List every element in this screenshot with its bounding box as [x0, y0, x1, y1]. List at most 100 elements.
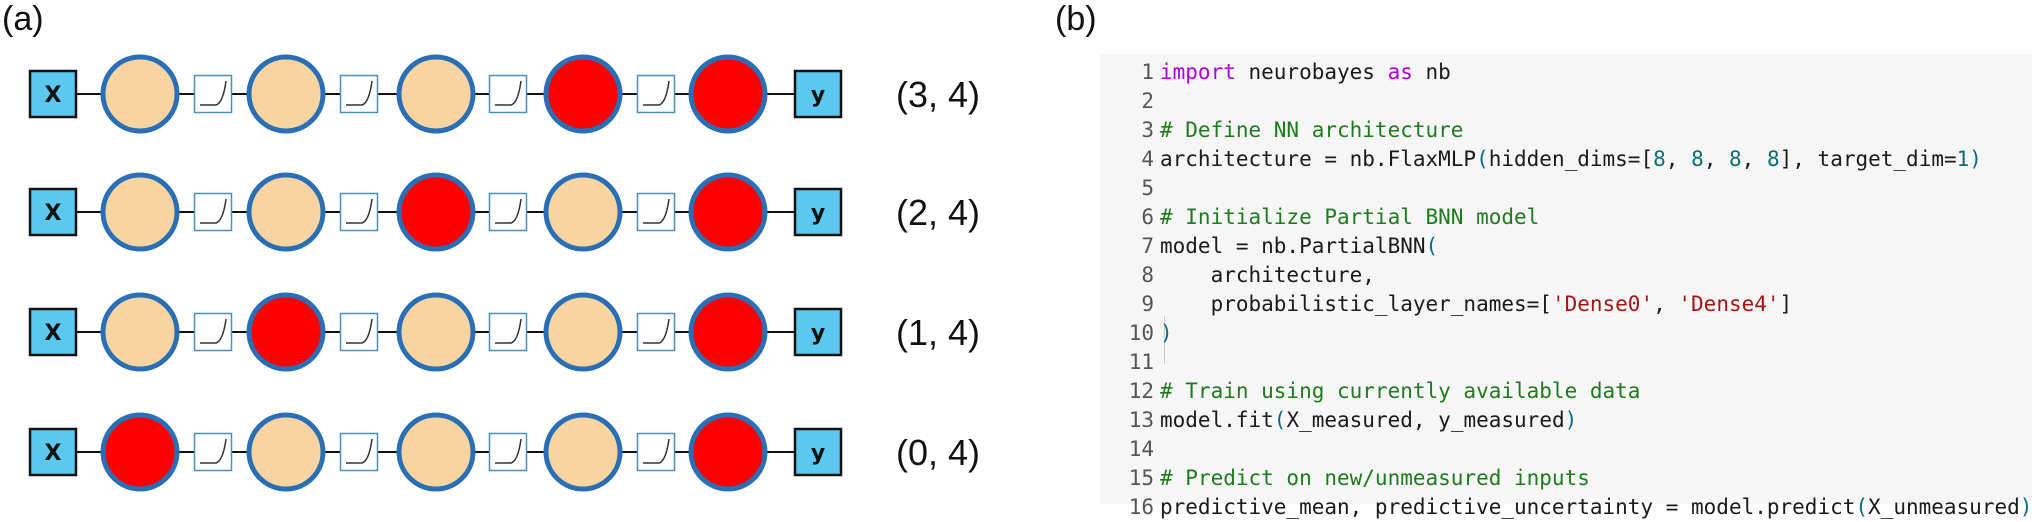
layer-config-label: (1, 4) — [896, 312, 980, 353]
line-number: 7 — [1141, 234, 1154, 258]
code-token: model.fit — [1160, 408, 1274, 432]
input-box — [28, 69, 78, 119]
line-number: 9 — [1141, 292, 1154, 316]
relu-curve-icon — [636, 312, 676, 352]
code-token: # Initialize Partial BNN model — [1160, 205, 1540, 229]
relu-curve-icon — [193, 74, 233, 114]
deterministic-node — [543, 412, 623, 492]
deterministic-node — [396, 54, 476, 134]
code-line: 3# Define NN architecture — [1100, 116, 2032, 145]
code-token: 8 — [1766, 147, 1780, 171]
layer-config-label: (2, 4) — [896, 192, 980, 233]
relu-curve-icon — [488, 74, 528, 114]
relu-curve-icon — [636, 432, 676, 472]
deterministic-node — [100, 292, 180, 372]
probabilistic-node — [100, 412, 180, 492]
code-token: ) — [1160, 321, 1173, 345]
code-text: probabilistic_layer_names=['Dense0', 'De… — [1160, 290, 1793, 319]
deterministic-node — [246, 412, 326, 492]
code-line: 5 — [1100, 174, 2032, 203]
code-token: , — [1665, 147, 1692, 171]
line-number: 5 — [1141, 176, 1154, 200]
relu-curve-icon — [339, 192, 379, 232]
code-token: architecture = nb.FlaxMLP — [1160, 147, 1477, 171]
code-line: 6# Initialize Partial BNN model — [1100, 203, 2032, 232]
code-text: import neurobayes as nb — [1160, 58, 1451, 87]
code-token: ( — [1273, 408, 1287, 432]
input-label: X — [45, 201, 62, 226]
relu-curve-icon — [339, 312, 379, 352]
output-label: y — [811, 201, 825, 226]
line-number: 4 — [1141, 147, 1154, 171]
line-number: 15 — [1128, 466, 1154, 490]
probabilistic-node — [688, 412, 768, 492]
line-number: 14 — [1128, 437, 1154, 461]
line-number: 6 — [1141, 205, 1154, 229]
code-token: import — [1160, 60, 1236, 84]
code-line: 14 — [1100, 435, 2032, 464]
code-line: 11 — [1100, 348, 2032, 377]
layer-config-label: (3, 4) — [896, 74, 980, 115]
input-box — [28, 307, 78, 357]
layer-config-label: (0, 4) — [896, 432, 980, 473]
output-label: y — [811, 321, 825, 346]
probabilistic-node — [688, 54, 768, 134]
code-line: 2 — [1100, 87, 2032, 116]
input-label: X — [45, 321, 62, 346]
code-line: 9 probabilistic_layer_names=['Dense0', '… — [1100, 290, 2032, 319]
code-text: architecture = nb.FlaxMLP(hidden_dims=[8… — [1160, 145, 1982, 174]
code-token: 'Dense4' — [1678, 292, 1780, 316]
code-token: ] — [1779, 292, 1793, 316]
code-token: , — [1703, 147, 1730, 171]
code-token: ) — [1564, 408, 1578, 432]
probabilistic-node — [246, 292, 326, 372]
code-token: X_measured, y_measured — [1286, 408, 1565, 432]
code-token: ) — [2019, 495, 2032, 519]
line-number: 10 — [1128, 321, 1154, 345]
panel-b-label: (b) — [1055, 0, 1097, 38]
code-token: ( — [1476, 147, 1489, 171]
line-number: 1 — [1141, 60, 1154, 84]
code-token: # Predict on new/unmeasured inputs — [1160, 466, 1590, 490]
code-token: 8 — [1729, 147, 1742, 171]
relu-curve-icon — [193, 432, 233, 472]
code-token: predictive_mean, predictive_uncertainty … — [1160, 495, 1856, 519]
relu-curve-icon — [488, 192, 528, 232]
code-line: 15# Predict on new/unmeasured inputs — [1100, 464, 2032, 493]
code-token: X_unmeasured — [1868, 495, 2020, 519]
relu-curve-icon — [193, 192, 233, 232]
code-token: 1 — [1956, 147, 1970, 171]
code-text: predictive_mean, predictive_uncertainty … — [1160, 493, 2032, 522]
output-box — [793, 427, 843, 477]
deterministic-node — [246, 172, 326, 252]
line-number: 3 — [1141, 118, 1154, 142]
code-token: , — [1653, 292, 1679, 316]
code-token: 'Dense0' — [1551, 292, 1654, 316]
indent-guide — [1164, 316, 1165, 364]
line-number: 11 — [1128, 350, 1154, 374]
code-token: neurobayes — [1235, 60, 1388, 84]
code-text: # Predict on new/unmeasured inputs — [1160, 464, 1590, 493]
output-label: y — [811, 441, 825, 466]
code-token: # Train using currently available data — [1160, 379, 1641, 403]
code-text: # Define NN architecture — [1160, 116, 1463, 145]
code-line: 10) — [1100, 319, 2032, 348]
code-text: # Train using currently available data — [1160, 377, 1640, 406]
relu-curve-icon — [488, 312, 528, 352]
line-number: 12 — [1128, 379, 1154, 403]
code-token: 8 — [1691, 147, 1704, 171]
code-token: probabilistic_layer_names=[ — [1160, 292, 1552, 316]
code-text: model.fit(X_measured, y_measured) — [1160, 406, 1577, 435]
deterministic-node — [543, 292, 623, 372]
code-text: model = nb.PartialBNN( — [1160, 232, 1438, 261]
probabilistic-node — [396, 172, 476, 252]
code-token: # Define NN architecture — [1160, 118, 1464, 142]
line-number: 8 — [1141, 263, 1154, 287]
output-box — [793, 69, 843, 119]
